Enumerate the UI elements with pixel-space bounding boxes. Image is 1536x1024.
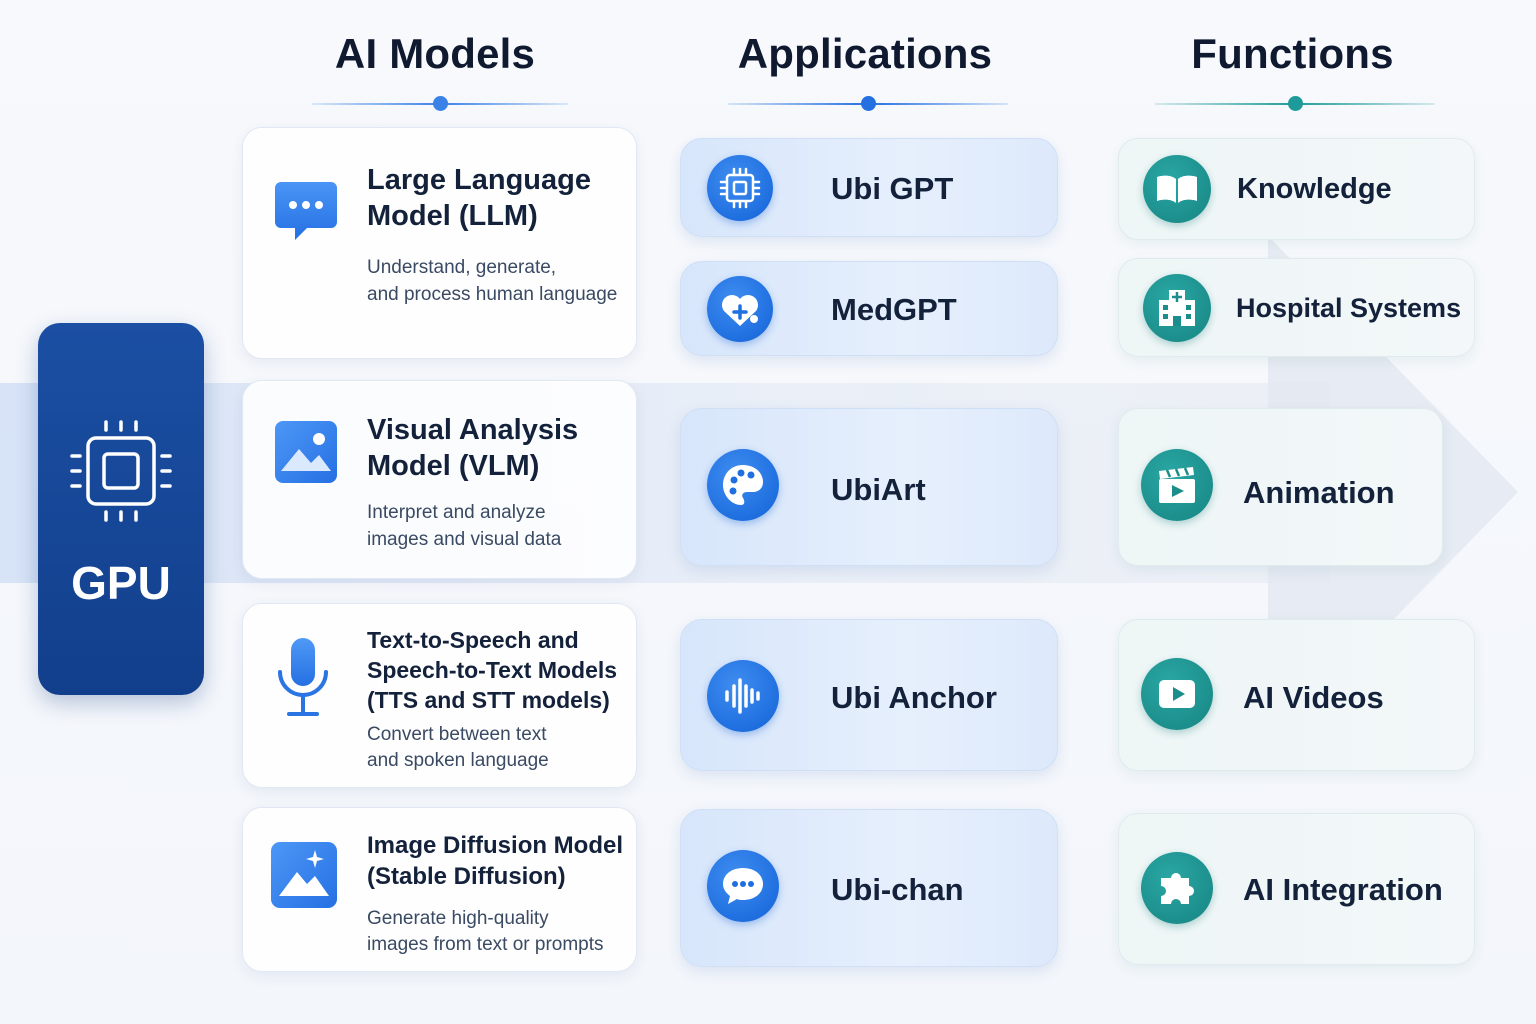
function-label: Knowledge	[1237, 173, 1392, 205]
model-title-line1: Large Language	[367, 164, 591, 196]
model-desc-line1: Interpret and analyze	[367, 502, 546, 523]
play-icon	[1159, 680, 1195, 708]
book-icon	[1157, 175, 1197, 203]
model-card-llm[interactable]: Large Language Model (LLM) Understand, g…	[242, 127, 637, 359]
chip-icon	[70, 420, 172, 522]
app-label: Ubi Anchor	[831, 680, 997, 715]
function-label: Hospital Systems	[1236, 293, 1462, 323]
gpu-block	[38, 323, 204, 695]
heart-plus-icon	[722, 295, 758, 326]
model-desc-line2: and process human language	[367, 284, 618, 305]
app-label: UbiArt	[831, 472, 926, 507]
model-title-line2: Speech-to-Text Models	[367, 657, 618, 683]
palette-icon	[723, 465, 763, 505]
soundwave-icon	[725, 678, 760, 714]
app-label: Ubi GPT	[831, 171, 954, 206]
gpu-label: GPU	[71, 557, 171, 609]
header-ai-models-dot	[433, 96, 448, 111]
model-title-line2: Model (VLM)	[367, 450, 540, 482]
model-card-tts-stt[interactable]: Text-to-Speech and Speech-to-Text Models…	[242, 603, 637, 788]
chat-bubble-icon	[723, 868, 763, 904]
model-title-line1: Visual Analysis	[367, 414, 579, 446]
function-icon-circle	[1141, 852, 1213, 924]
app-icon-circle	[707, 660, 779, 732]
model-desc-line1: Understand, generate,	[367, 257, 557, 278]
app-icon-circle	[707, 155, 773, 221]
app-label: MedGPT	[831, 292, 957, 327]
app-icon-circle	[707, 850, 779, 922]
function-label: AI Videos	[1243, 680, 1384, 715]
chip-icon	[719, 167, 761, 209]
app-icon-circle	[707, 276, 773, 342]
model-card-image-diffusion[interactable]: Image Diffusion Model (Stable Diffusion)…	[242, 807, 637, 972]
model-desc-line1: Generate high-quality	[367, 908, 549, 929]
model-title-line1: Image Diffusion Model	[367, 832, 624, 859]
function-icon-circle	[1143, 155, 1211, 223]
puzzle-icon	[1161, 873, 1194, 904]
header-applications-dot	[861, 96, 876, 111]
model-card-vlm[interactable]: Visual Analysis Model (VLM) Interpret an…	[242, 380, 637, 579]
function-ai-integration[interactable]: AI Integration	[1118, 813, 1475, 965]
model-title-line2: (Stable Diffusion)	[367, 863, 566, 890]
model-desc-line2: images and visual data	[367, 529, 562, 550]
app-ubiart[interactable]: UbiArt	[680, 408, 1058, 566]
microphone-icon	[278, 638, 328, 716]
header-ai-models: AI Models	[334, 30, 536, 77]
function-icon-circle	[1141, 449, 1213, 521]
model-title-line2: Model (LLM)	[367, 200, 538, 232]
hospital-icon	[1159, 290, 1195, 326]
function-icon-circle	[1141, 658, 1213, 730]
app-ubi-chan[interactable]: Ubi-chan	[680, 809, 1058, 967]
function-label: AI Integration	[1243, 872, 1443, 907]
flow-arrow-band	[0, 383, 1330, 583]
header-applications: Applications	[737, 30, 993, 77]
header-functions-dot	[1288, 96, 1303, 111]
header-functions: Functions	[1191, 30, 1394, 77]
function-knowledge[interactable]: Knowledge	[1118, 138, 1475, 240]
chat-bubble-icon	[275, 182, 337, 240]
function-ai-videos[interactable]: AI Videos	[1118, 619, 1475, 771]
image-icon	[275, 421, 337, 483]
app-label: Ubi-chan	[831, 872, 964, 907]
model-desc-line2: and spoken language	[367, 750, 549, 771]
model-desc-line1: Convert between text	[367, 724, 547, 745]
model-title-line3: (TTS and STT models)	[367, 687, 610, 713]
function-icon-circle	[1143, 274, 1211, 342]
app-ubi-gpt[interactable]: Ubi GPT	[680, 138, 1058, 237]
image-sparkle-icon	[271, 842, 337, 908]
clapperboard-icon	[1159, 467, 1195, 503]
model-title-line1: Text-to-Speech and	[367, 627, 579, 653]
app-medgpt[interactable]: MedGPT	[680, 261, 1058, 356]
function-animation[interactable]: Animation	[1118, 408, 1443, 566]
app-icon-circle	[707, 449, 779, 521]
model-desc-line2: images from text or prompts	[367, 934, 604, 955]
app-ubi-anchor[interactable]: Ubi Anchor	[680, 619, 1058, 771]
function-label: Animation	[1243, 475, 1395, 510]
function-hospital-systems[interactable]: Hospital Systems	[1118, 258, 1475, 357]
